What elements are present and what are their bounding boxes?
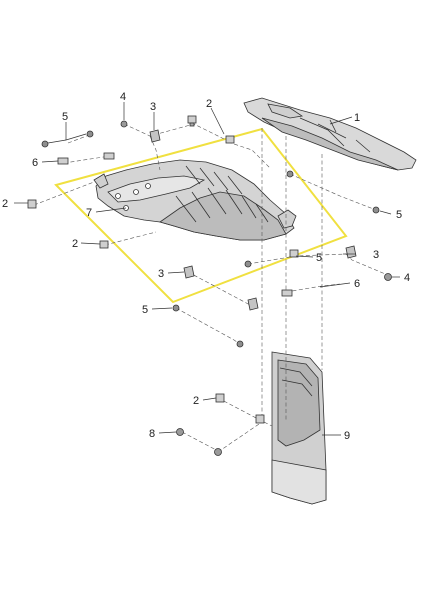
bolt-5	[86, 130, 94, 138]
bolt-5	[244, 260, 252, 268]
callout-6: 6	[32, 157, 38, 169]
bolt-5	[41, 140, 49, 148]
callout-2: 2	[72, 238, 78, 250]
nut-3	[345, 245, 357, 259]
callout-3: 3	[158, 268, 164, 280]
callout-9: 9	[344, 430, 350, 442]
clip-2	[187, 115, 197, 127]
clip-2	[255, 414, 265, 424]
callout-4: 4	[404, 272, 410, 284]
part-1-upper-panel	[243, 97, 417, 171]
part-9-mud-flap	[271, 351, 327, 505]
nut-3	[149, 129, 161, 143]
hardware	[27, 115, 392, 456]
bolt-5	[172, 304, 180, 312]
nut-3	[183, 265, 195, 279]
rivet-8	[214, 448, 222, 456]
callout-7: 7	[86, 207, 92, 219]
clip-2	[99, 240, 109, 249]
callout-2: 2	[193, 395, 199, 407]
callout-5: 5	[396, 209, 402, 221]
rivet-8	[176, 428, 184, 436]
part-7-inner-frame	[93, 159, 297, 241]
callout-8: 8	[149, 428, 155, 440]
callout-2: 2	[206, 98, 212, 110]
callouts: 1 2 2 2 2 3 3 3 4 4 5 5 5 5 6 6 7 8 9	[2, 91, 410, 442]
leader-lines	[14, 102, 400, 436]
clip-2	[289, 249, 299, 258]
nut-3	[247, 297, 259, 311]
clip-2	[215, 393, 225, 403]
callout-5: 5	[316, 252, 322, 264]
callout-2: 2	[2, 198, 8, 210]
assembly-lines	[33, 123, 391, 453]
callout-3: 3	[373, 249, 379, 261]
screw-4	[384, 273, 392, 281]
clip-2	[225, 135, 235, 144]
bolt-5	[236, 340, 244, 348]
retainer-6	[57, 157, 69, 165]
screw-4	[120, 120, 128, 128]
callout-6: 6	[354, 278, 360, 290]
bolt-5	[286, 170, 294, 178]
highlight-outline	[54, 127, 348, 304]
clip-2	[27, 199, 37, 209]
callout-1: 1	[354, 112, 360, 124]
callout-5: 5	[142, 304, 148, 316]
callout-5: 5	[62, 111, 68, 123]
retainer-6	[103, 152, 115, 160]
retainer-6	[281, 289, 293, 297]
bolt-5	[372, 206, 380, 214]
callout-3: 3	[150, 101, 156, 113]
callout-4: 4	[120, 91, 126, 103]
